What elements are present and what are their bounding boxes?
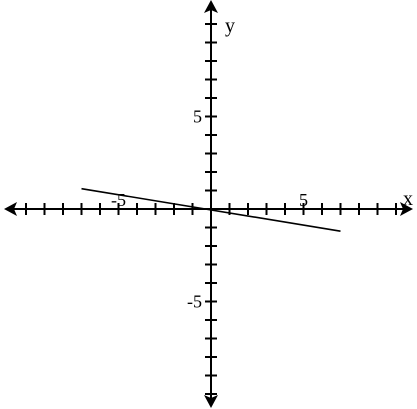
- y-tick-label: -5: [187, 292, 202, 312]
- x-tick-label: -5: [111, 190, 126, 210]
- y-axis-arrow-down: [204, 395, 218, 408]
- x-axis-arrow-right: [400, 202, 413, 216]
- series-group: [81, 187, 341, 232]
- y-axis-label: y: [225, 15, 235, 37]
- y-tick-label: 5: [193, 107, 202, 127]
- x-tick-label: 5: [299, 190, 308, 210]
- y-axis-arrow-up: [204, 0, 218, 13]
- x-axis-arrow-left: [4, 202, 17, 216]
- ticks-group: [25, 23, 397, 395]
- x-axis-label: x: [403, 188, 413, 210]
- graph-line: [81, 187, 341, 232]
